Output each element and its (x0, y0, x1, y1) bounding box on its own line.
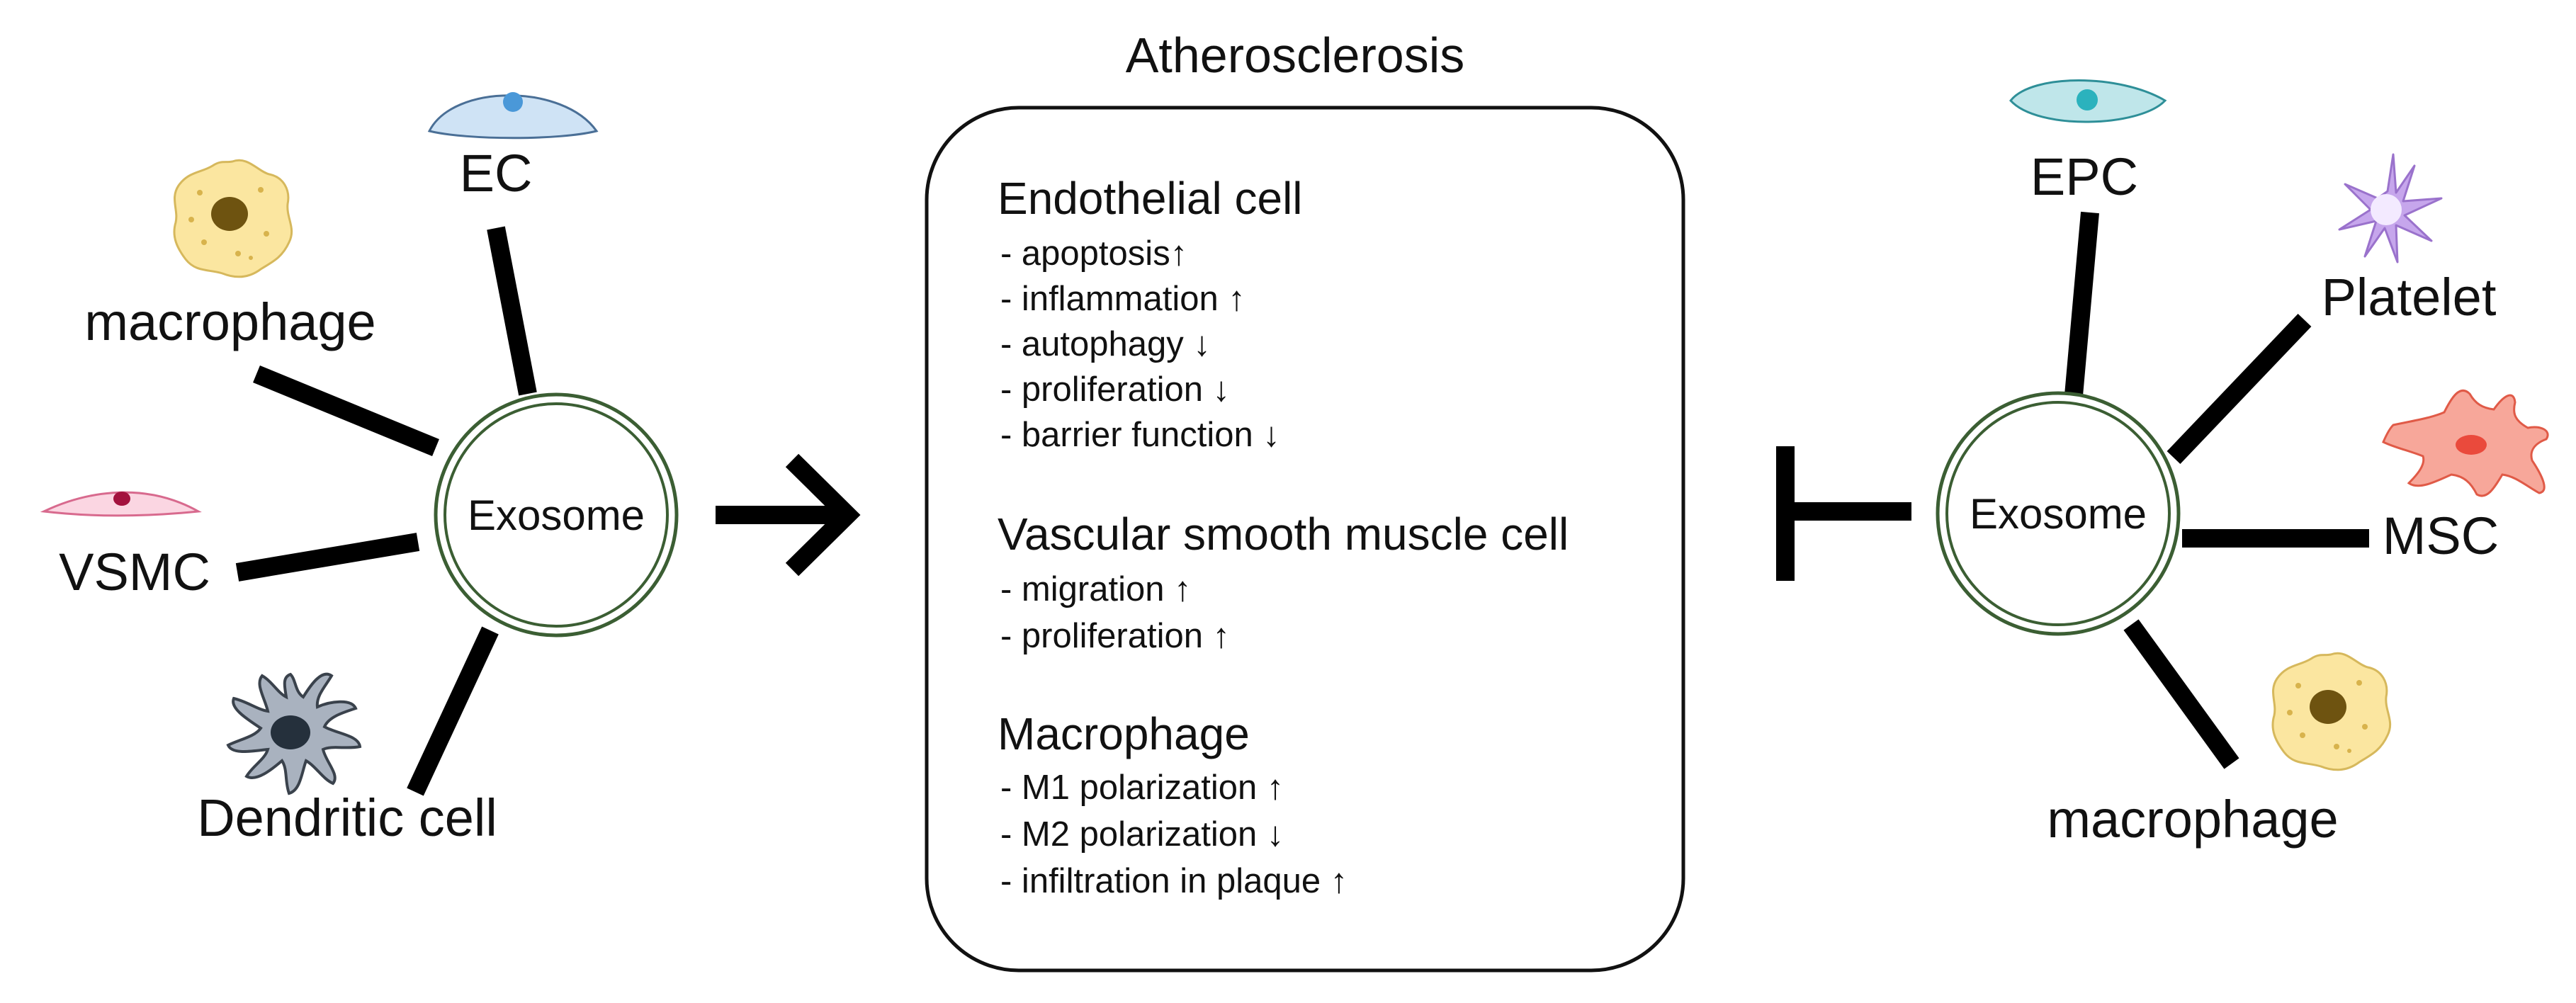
section-item: - migration ↑ (1000, 570, 1192, 608)
left-exosome-inner-ring (444, 402, 669, 628)
platelet-icon (2338, 153, 2443, 264)
section-item: - autophagy ↓ (1000, 325, 1211, 363)
section-item: - infiltration in plaque ↑ (1000, 862, 1348, 900)
left-label-macrophage: macrophage (84, 293, 375, 351)
right-exosome-inner-ring (1945, 401, 2171, 626)
endothelial-cell-icon (427, 92, 599, 140)
section-item: - barrier function ↓ (1000, 416, 1280, 454)
left-label-vsmc: VSMC (59, 543, 210, 601)
promotes-arrow-icon (716, 453, 861, 577)
macrophage-icon (173, 159, 293, 278)
section-item: - M1 polarization ↑ (1000, 769, 1284, 807)
section-item: - proliferation ↓ (1000, 370, 1230, 409)
section-heading-macrophage: Macrophage (998, 708, 1250, 759)
vsmc-icon (40, 491, 202, 517)
left-exosome: Exosome (434, 392, 679, 638)
right-spoke-epc (2064, 211, 2099, 397)
left-spoke-dendritic (407, 626, 499, 796)
inhibits-tbar-icon (1776, 446, 1911, 581)
msc-icon (2382, 389, 2549, 497)
left-panel: Exosome EC macrophage VSMC (40, 92, 861, 847)
right-label-msc: MSC (2383, 506, 2499, 565)
right-exosome-outer-ring (1936, 391, 2181, 636)
right-exosome: Exosome (1936, 391, 2181, 636)
atherosclerosis-box (925, 106, 1685, 973)
left-spoke-ec (487, 226, 537, 396)
right-exosome-label: Exosome (1970, 490, 2147, 538)
macrophage-icon (2271, 652, 2392, 771)
right-panel: Exosome EPC Platelet MSC (1776, 79, 2549, 849)
right-label-platelet: Platelet (2322, 268, 2497, 327)
section-heading-endothelial: Endothelial cell (998, 173, 1303, 224)
right-spoke-platelet (2167, 314, 2312, 464)
epc-icon (2009, 79, 2167, 123)
section-heading-vsmc: Vascular smooth muscle cell (998, 509, 1569, 560)
dendritic-cell-icon (226, 672, 362, 795)
section-item: - proliferation ↑ (1000, 617, 1230, 655)
section-item: - inflammation ↑ (1000, 280, 1245, 318)
center-title: Atherosclerosis (1126, 28, 1465, 83)
section-item: - apoptosis↑ (1000, 234, 1187, 273)
right-spoke-macrophage (2123, 619, 2239, 769)
center-panel: Atherosclerosis Endothelial cell - apopt… (925, 28, 1685, 973)
left-exosome-label: Exosome (468, 492, 645, 539)
right-label-macrophage: macrophage (2047, 790, 2338, 849)
left-spoke-macrophage (253, 365, 439, 457)
left-exosome-outer-ring (434, 392, 679, 638)
left-label-dendritic: Dendritic cell (197, 788, 497, 847)
left-spoke-vsmc (235, 533, 420, 582)
section-item: - M2 polarization ↓ (1000, 815, 1284, 854)
left-label-ec: EC (460, 144, 533, 203)
right-label-epc: EPC (2030, 147, 2138, 206)
